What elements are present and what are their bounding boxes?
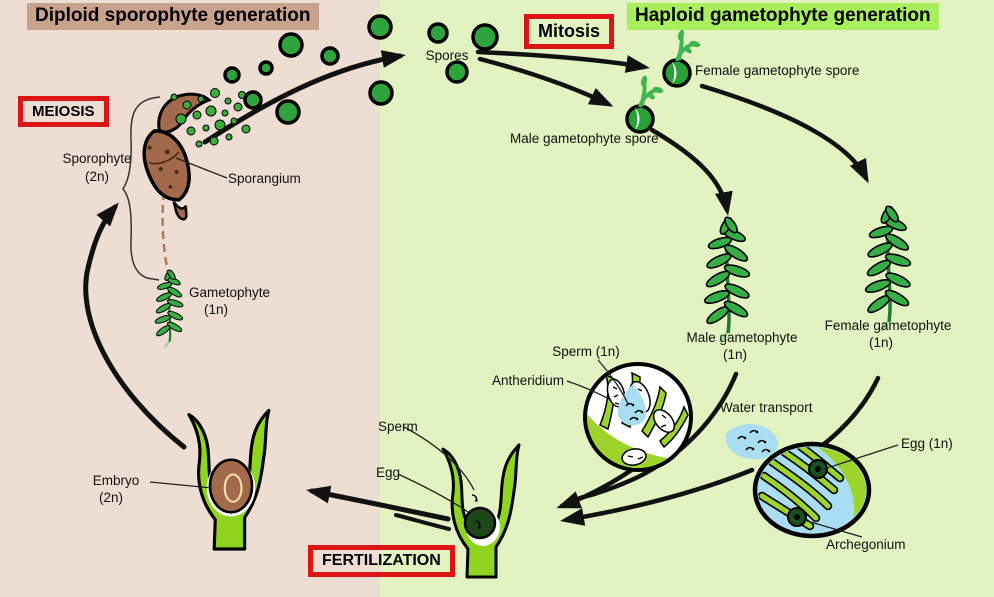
connector-sperm-1n [597,359,629,405]
spore-burst [170,88,251,148]
sporangium-lid [157,92,212,135]
label-connectors [149,157,899,538]
arrow-female-spore-to-plant [699,83,869,184]
arrow-archegonium-to-fertilization [560,467,755,526]
seta-stalk [161,191,170,273]
label-female-gametophyte: Female gametophyte [825,318,952,333]
connector-sperm [403,426,475,491]
connector-egg-1n [823,444,899,470]
connector-egg [397,473,469,513]
label-sporophyte-ploidy: (2n) [85,169,109,184]
arrow-spores-to-male-spore [477,56,614,107]
label-gametophyte: Gametophyte [189,285,270,300]
cycle-arrow-embryo-to-sporophyte [83,202,187,450]
egg-cell-icon [787,459,828,527]
sporangium-illustration [142,92,212,221]
label-egg: Egg [376,465,400,480]
arrow-fertilization-to-embryo [306,485,451,522]
connector-sporangium [175,157,228,179]
sporophyte-bracket [122,96,161,281]
label-embryo: Embryo [93,473,140,488]
embryo-illustration [187,408,271,551]
label-sperm-1n: Sperm (1n) [552,344,620,359]
process-box-fertilization: FERTILIZATION [308,545,455,577]
label-female-gametophyte-ploidy: (1n) [869,335,893,350]
label-spores: Spores [426,48,469,63]
connector-archegonium [806,520,863,538]
header-banner-diploid: Diploid sporophyte generation [27,3,319,30]
label-male-spore: Male gametophyte spore [510,131,659,146]
spore-cloud [223,14,499,125]
arrow-sporangium-to-spores [202,50,406,145]
label-female-spore: Female gametophyte spore [695,63,859,78]
label-male-gametophyte-ploidy: (1n) [723,347,747,362]
connector-antheridium [566,380,612,401]
label-archegonium: Archegonium [826,537,906,552]
archegonium-illustration [752,441,872,539]
label-egg-1n: Egg (1n) [901,436,953,451]
label-sporangium: Sporangium [228,171,301,186]
label-sperm: Sperm [378,419,418,434]
label-antheridium: Antheridium [492,373,564,388]
header-banner-haploid: Haploid gametophyte generation [627,3,939,30]
label-gametophyte-ploidy: (1n) [204,302,228,317]
label-water-transport: Water transport [720,400,813,415]
process-box-meiosis: MEIOSIS [18,96,109,127]
label-male-gametophyte: Male gametophyte [686,330,797,345]
fertilization-archegonium-illustration [441,443,521,579]
label-embryo-ploidy: (2n) [99,490,123,505]
process-box-mitosis: Mitosis [524,14,615,49]
arrow-spores-to-female-spore [475,49,650,73]
arrow-male-spore-to-plant [649,127,733,216]
antheridium-illustration [583,362,693,472]
arrow-fertilization-to-embryo-tail [394,513,451,531]
label-sporophyte: Sporophyte [62,151,131,166]
water-droplet-transport [725,423,779,460]
connector-embryo [149,481,213,489]
water-droplet-antheridium [617,384,647,426]
